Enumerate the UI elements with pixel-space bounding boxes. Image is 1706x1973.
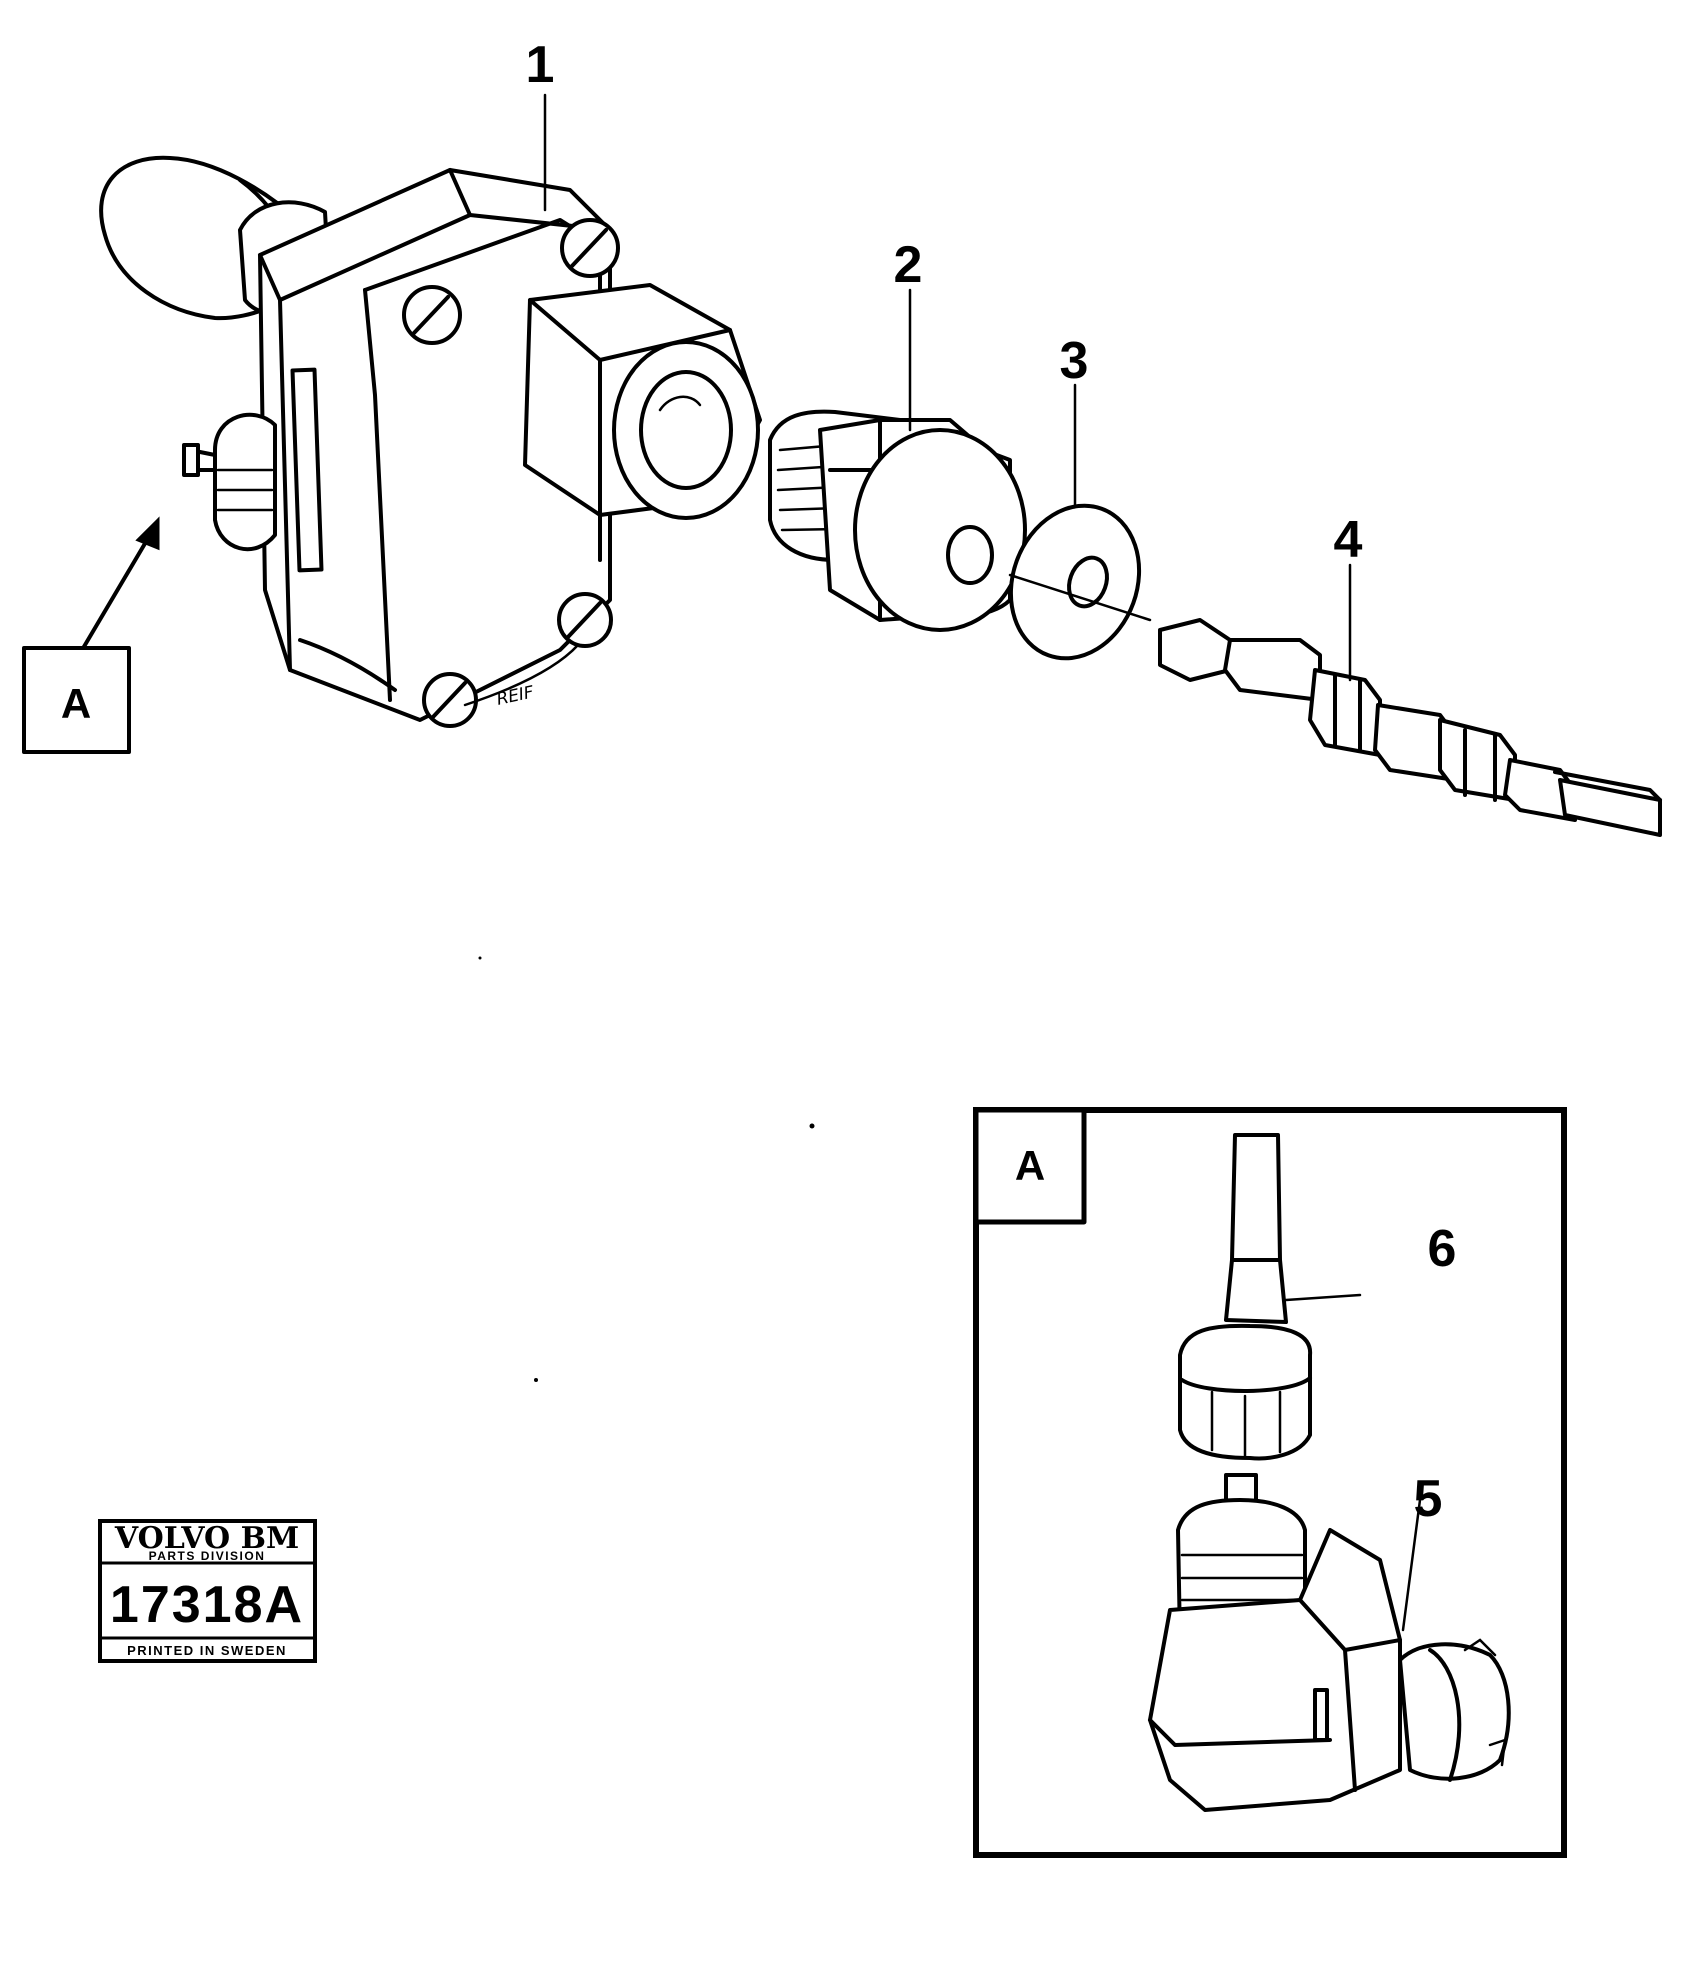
view-label-box-main: A: [22, 646, 131, 754]
view-direction-arrow: [80, 516, 160, 652]
stamp-footer: PRINTED IN SWEDEN: [127, 1643, 287, 1658]
stamp-division: PARTS DIVISION: [149, 1549, 266, 1563]
volvo-bm-stamp: VOLVO BM PARTS DIVISION 17318A PRINTED I…: [98, 1519, 317, 1663]
part-marking: REIF: [495, 683, 536, 710]
part-3-washer: [1008, 503, 1142, 661]
callout-2: 2: [894, 236, 923, 294]
callout-6: 6: [1428, 1220, 1457, 1278]
part-2-threaded-adapter: [768, 409, 1027, 632]
part-1-switch-housing: REIF: [99, 155, 762, 728]
callout-1: 1: [526, 36, 555, 94]
callout-5: 5: [1414, 1470, 1443, 1528]
detail-view-a: A 6 5: [973, 1107, 1567, 1858]
stamp-brand: VOLVO BM: [114, 1521, 299, 1556]
callout-4: 4: [1334, 511, 1363, 569]
part-5-angle-drive: [1148, 1473, 1511, 1812]
part-6-speedometer-cable: [1178, 1133, 1362, 1461]
part-4-drive-shaft: [1008, 573, 1662, 837]
view-label-main: A: [61, 680, 91, 727]
callout-3: 3: [1060, 332, 1089, 390]
view-label-detail: A: [1015, 1142, 1045, 1189]
stamp-number: 17318A: [110, 1576, 304, 1634]
